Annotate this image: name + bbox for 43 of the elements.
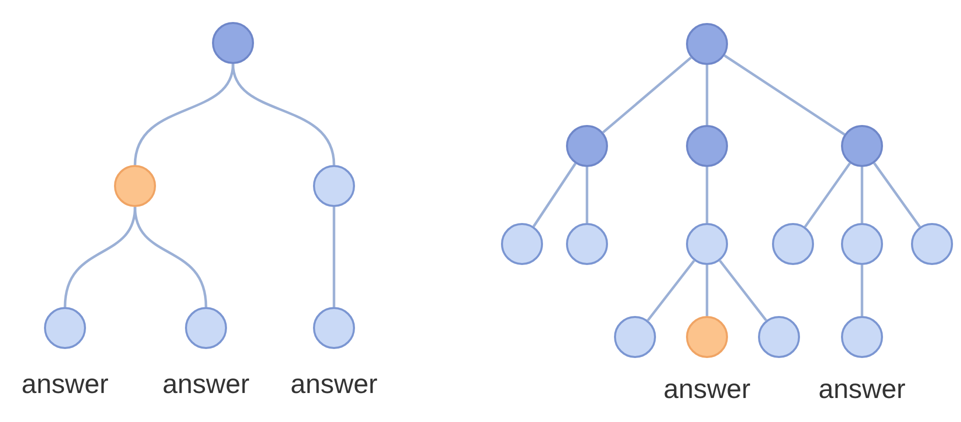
tree-node-circle xyxy=(114,165,156,207)
tree-node-circle xyxy=(686,23,728,65)
tree-edge xyxy=(646,260,696,322)
tree-node-circle xyxy=(686,223,728,265)
tree-node-circle xyxy=(841,223,883,265)
tree-node-circle xyxy=(566,223,608,265)
tree-node-circle xyxy=(185,307,227,349)
tree-edge xyxy=(860,167,864,223)
tree-edge xyxy=(64,206,136,308)
tree-node-circle xyxy=(212,22,254,64)
tree-edge xyxy=(134,206,208,308)
tree-edge xyxy=(873,162,921,228)
tree-edge xyxy=(706,65,708,125)
tree-edge xyxy=(602,56,692,134)
tree-node-circle xyxy=(686,316,728,358)
tree-edge xyxy=(706,167,708,223)
tree-node-circle xyxy=(841,316,883,358)
tree-edge xyxy=(586,167,588,223)
tree-edge xyxy=(860,265,864,316)
tree-node-circle xyxy=(44,307,86,349)
tree-node-circle xyxy=(841,125,883,167)
tree-edge xyxy=(232,64,336,166)
node-caption: answer xyxy=(162,371,250,398)
node-caption: answer xyxy=(663,376,751,403)
tree-node-circle xyxy=(758,316,800,358)
tree-edge xyxy=(332,207,336,307)
tree-edge xyxy=(706,265,708,316)
tree-node-circle xyxy=(614,316,656,358)
tree-edge xyxy=(134,64,234,166)
tree-edge xyxy=(804,162,851,228)
tree-node-circle xyxy=(501,223,543,265)
node-caption: answer xyxy=(21,371,109,398)
tree-edge xyxy=(724,54,846,136)
tree-edge xyxy=(718,260,768,322)
tree-node-circle xyxy=(566,125,608,167)
node-caption: answer xyxy=(290,371,378,398)
tree-node-circle xyxy=(686,125,728,167)
tree-node-circle xyxy=(911,223,953,265)
node-caption: answer xyxy=(818,376,906,403)
tree-node-circle xyxy=(313,165,355,207)
tree-node-circle xyxy=(313,307,355,349)
tree-edge xyxy=(532,162,576,228)
tree-node-circle xyxy=(772,223,814,265)
